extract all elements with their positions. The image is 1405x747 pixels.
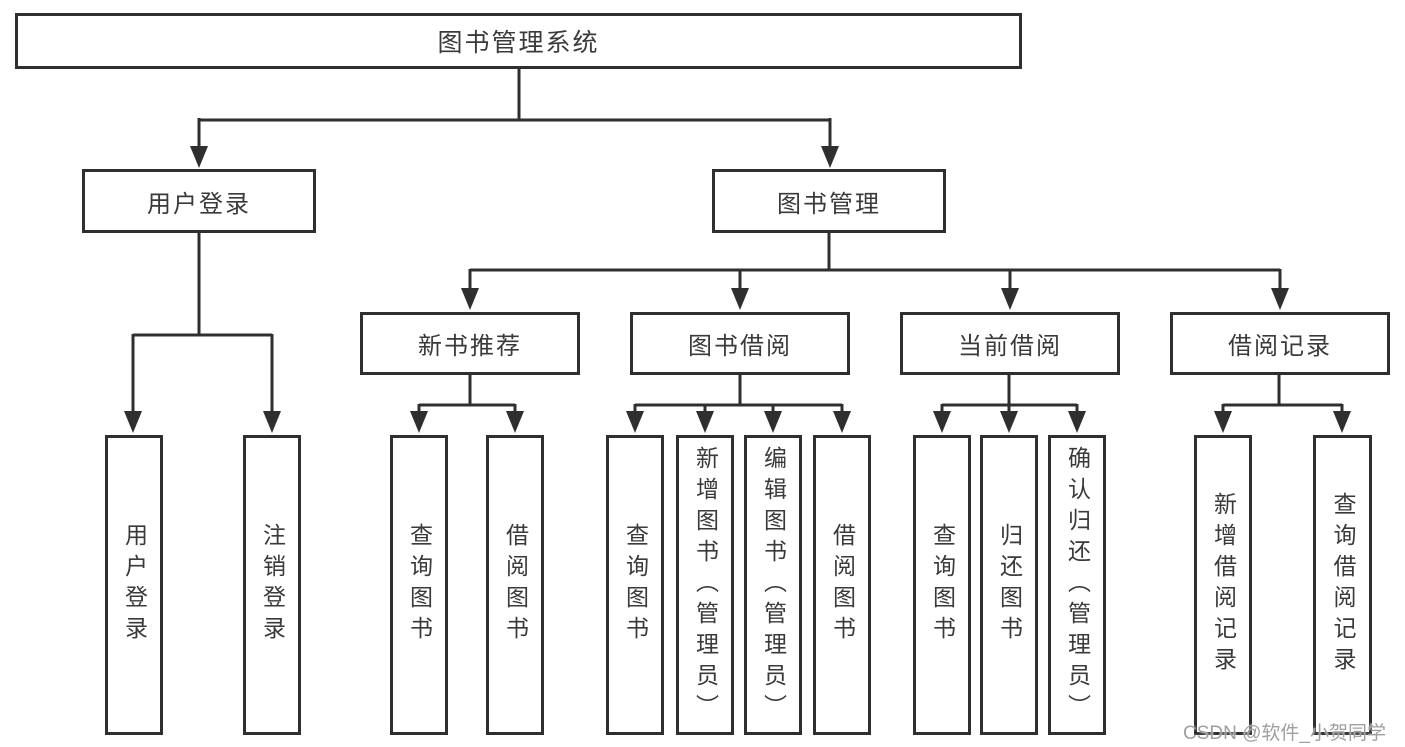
- node-label: 图书管理系统: [437, 29, 600, 57]
- leaf-logout: 注销登录: [243, 435, 301, 735]
- node-label: 用户登录: [121, 523, 148, 647]
- node-label: 借阅记录: [1228, 333, 1332, 360]
- node-book-management: 图书管理: [712, 169, 946, 233]
- leaf-borrow-books-1: 借阅图书: [486, 435, 544, 735]
- node-label: 借阅图书: [502, 523, 529, 647]
- node-label: 新增图书（管理员）: [692, 445, 719, 725]
- node-label: 查询图书: [622, 523, 649, 647]
- node-label: 图书管理: [777, 190, 881, 218]
- csdn-watermark: CSDN @软件_小贺同学: [1183, 723, 1386, 744]
- node-label: 新增借阅记录: [1210, 492, 1237, 678]
- node-label: 编辑图书（管理员）: [760, 445, 787, 725]
- leaf-confirm-return-admin: 确认归还（管理员）: [1048, 435, 1106, 735]
- leaf-user-login: 用户登录: [105, 435, 163, 735]
- node-label: 当前借阅: [958, 333, 1062, 360]
- leaf-query-borrow-record: 查询借阅记录: [1313, 435, 1372, 735]
- node-label: 图书借阅: [688, 333, 792, 360]
- node-label: 借阅图书: [829, 523, 856, 647]
- node-label: 新书推荐: [418, 333, 522, 360]
- leaf-add-borrow-record: 新增借阅记录: [1194, 435, 1252, 735]
- leaf-query-books-3: 查询图书: [913, 435, 971, 735]
- leaf-query-books-2: 查询图书: [606, 435, 664, 735]
- node-library-system: 图书管理系统: [15, 13, 1022, 69]
- node-current-borrowing: 当前借阅: [900, 312, 1120, 375]
- arrowheads: [124, 146, 1351, 433]
- node-book-borrowing: 图书借阅: [630, 312, 850, 375]
- leaf-borrow-books-2: 借阅图书: [813, 435, 871, 735]
- leaf-return-books: 归还图书: [980, 435, 1038, 735]
- node-label: 查询图书: [406, 523, 433, 647]
- node-label: 查询图书: [929, 523, 956, 647]
- node-label: 用户登录: [147, 190, 251, 218]
- node-new-book-recommend: 新书推荐: [360, 312, 580, 375]
- node-label: 确认归还（管理员）: [1064, 445, 1091, 725]
- leaf-query-books-1: 查询图书: [390, 435, 448, 735]
- node-label: 归还图书: [996, 523, 1023, 647]
- node-label: 查询借阅记录: [1330, 492, 1356, 678]
- leaf-add-books-admin: 新增图书（管理员）: [676, 435, 734, 735]
- leaf-edit-books-admin: 编辑图书（管理员）: [744, 435, 802, 735]
- node-borrowing-records: 借阅记录: [1170, 312, 1390, 375]
- node-label: 注销登录: [259, 523, 286, 647]
- node-user-login: 用户登录: [82, 169, 316, 233]
